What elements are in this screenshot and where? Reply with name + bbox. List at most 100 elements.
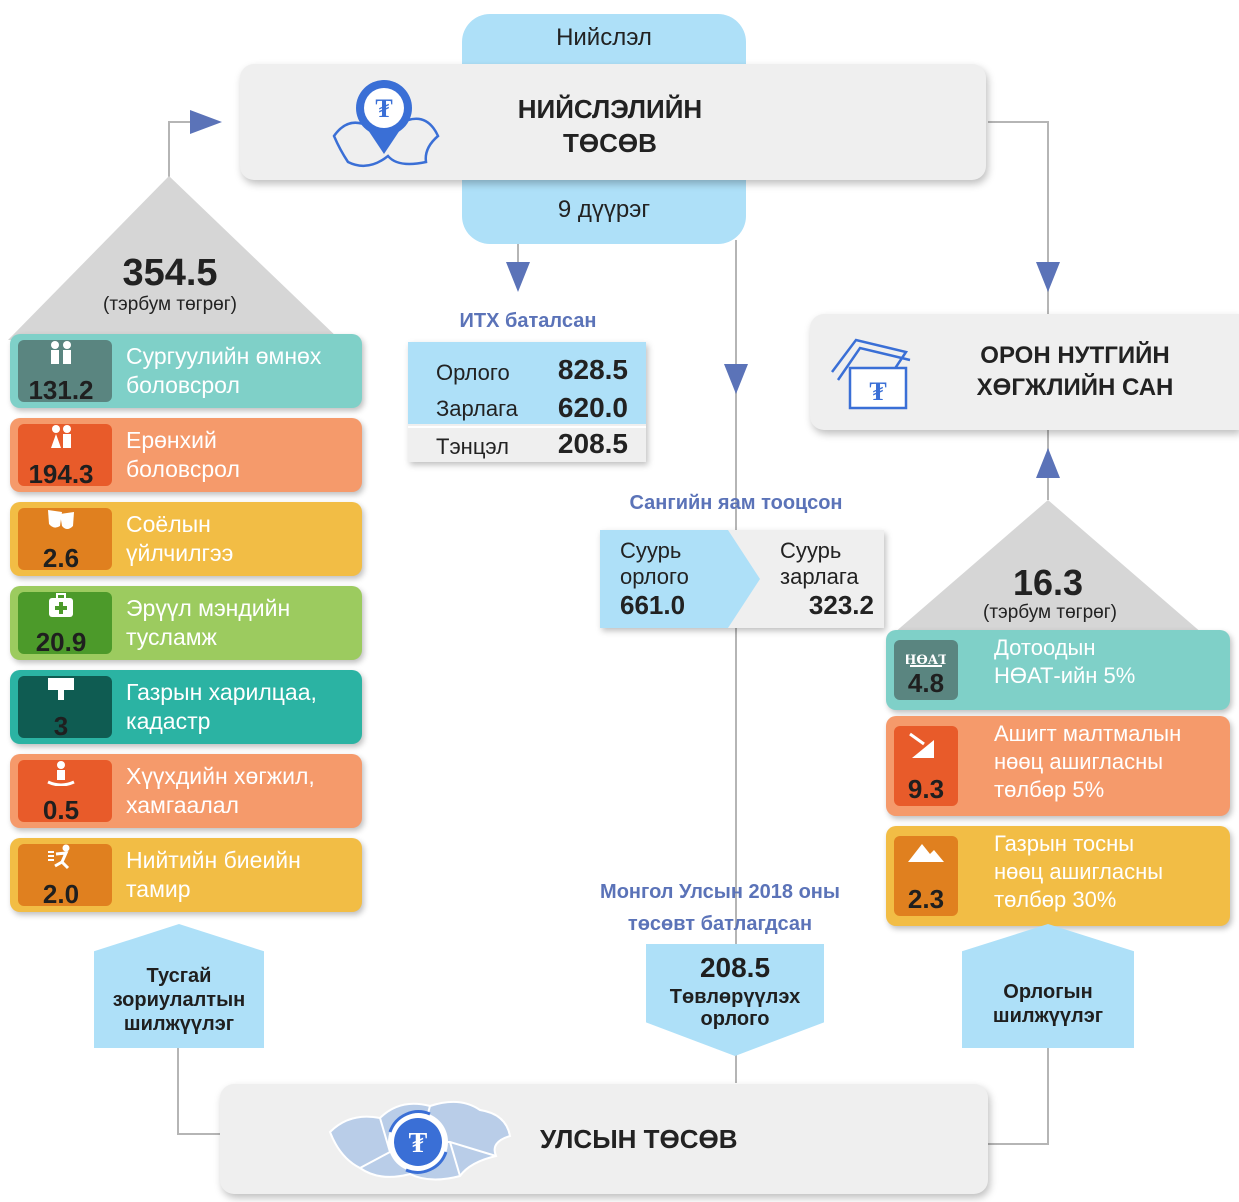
item-label-line1: Ерөнхий — [126, 427, 217, 453]
state-budget-card: ₮ УЛСЫН ТӨСӨВ — [220, 1084, 988, 1194]
mongolia-map-icon: ₮ — [328, 1100, 512, 1181]
item-label-line1: Сургуулийн өмнөх — [126, 343, 322, 369]
ministry-right-line1: Суурь — [780, 538, 842, 563]
itx-income-value: 828.5 — [557, 354, 628, 385]
item-label-line2: үйлчилгээ — [126, 540, 234, 566]
ministry-left-value: 661.0 — [620, 590, 686, 620]
special-transfer-item: 3 Газрын харилцаа, кадастр — [10, 670, 362, 744]
local-fund-title-line2: ХӨГЖЛИЙН САН — [976, 374, 1174, 401]
itx-balance-value: 208.5 — [557, 428, 628, 459]
item-value: 3 — [53, 711, 69, 741]
item-label-line2: нөөц ашигласны — [994, 859, 1164, 884]
capital-budget-card: ₮ НИЙСЛЭЛИЙН ТӨСӨВ — [240, 64, 986, 180]
capital-title-line1: НИЙСЛЭЛИЙН — [517, 94, 703, 124]
item-value: 131.2 — [28, 375, 94, 405]
special-transfer-item: 0.5 Хүүхдийн хөгжил, хамгаалал — [10, 754, 362, 828]
svg-text:₮: ₮ — [375, 94, 392, 124]
special-transfer-item: 194.3 Ерөнхий боловсрол — [10, 418, 362, 492]
item-value: 4.8 — [907, 668, 945, 698]
itx-table: Орлого 828.5 Зарлага 620.0 Тэнцэл 208.5 — [408, 342, 646, 462]
ministry-left-line1: Суурь — [620, 538, 682, 563]
item-value: 20.9 — [35, 627, 87, 657]
item-label-line2: кадастр — [126, 708, 211, 734]
ministry-left-label: Суурь орлого — [620, 538, 689, 590]
item-label-line1: Соёлын — [126, 511, 211, 537]
child-protection-icon — [46, 760, 76, 787]
special-transfer-total: 354.5 — [122, 252, 218, 294]
state-approved-label-line1: Төвлөрүүлэх — [669, 986, 801, 1008]
item-label: Газрын харилцаа, кадастр — [126, 678, 362, 736]
revenue-transfer-triangle — [886, 500, 1210, 640]
item-label: Ерөнхий боловсрол — [126, 426, 362, 484]
item-label-line1: Дотоодын — [994, 635, 1096, 660]
revenue-transfer-unit: (тэрбум төгрөг) — [983, 602, 1117, 623]
item-label-line2: нөөц ашигласны — [994, 749, 1164, 774]
special-transfer-label-line1: Тусгай — [146, 965, 212, 987]
state-approved-title-line1: Монгол Улсын 2018 оны — [600, 881, 840, 903]
item-value: 0.5 — [42, 795, 80, 825]
runner-icon — [46, 844, 76, 870]
ministry-right-value: 323.2 — [808, 590, 874, 620]
capital-bottom-tab: 9 дүүрэг — [557, 196, 651, 223]
special-transfer-label-line3: шилжүүлэг — [123, 1013, 235, 1035]
theater-masks-icon — [46, 508, 76, 534]
svg-text:₮: ₮ — [869, 377, 886, 407]
item-label-line1: Эрүүл мэндийн — [126, 595, 291, 621]
children-icon — [46, 340, 76, 366]
ministry-right-line2: зарлага — [780, 564, 859, 589]
item-value: 2.6 — [42, 543, 80, 573]
vat-icon: НӨАТ — [904, 644, 948, 675]
item-label-line2: хамгаалал — [126, 792, 239, 818]
svg-text:НӨАТ: НӨАТ — [906, 653, 946, 668]
item-label-line1: Хүүхдийн хөгжил, — [126, 763, 315, 789]
item-value: 194.3 — [28, 459, 94, 489]
ministry-title: Сангийн яам тооцсон — [629, 492, 843, 514]
revenue-transfer-label-line1: Орлогын — [1003, 981, 1093, 1003]
special-transfer-triangle — [8, 176, 340, 340]
item-value: 2.0 — [42, 879, 80, 909]
item-label-line2: тусламж — [126, 624, 217, 650]
revenue-transfer-label: Орлогын шилжүүлэг — [962, 980, 1134, 1028]
students-icon — [46, 424, 76, 450]
item-label-line2: НӨАТ-ийн 5% — [994, 663, 1136, 688]
land-map-icon — [46, 676, 76, 702]
itx-expense-label: Зарлага — [436, 396, 518, 421]
special-transfer-item: 2.6 Соёлын үйлчилгээ — [10, 502, 362, 576]
ministry-right-label: Суурь зарлага — [780, 538, 859, 590]
item-label-line2: боловсрол — [126, 456, 240, 482]
mountain-icon — [906, 840, 946, 869]
special-transfer-item: 20.9 Эрүүл мэндийн тусламж — [10, 586, 362, 660]
arrow-to-capital — [190, 110, 222, 134]
item-label-line1: Ашигт малтмалын — [994, 721, 1182, 746]
special-transfer-label-line2: зориулалтын — [112, 989, 246, 1011]
mining-icon — [906, 730, 936, 763]
ministry-left-line2: орлого — [620, 564, 689, 589]
special-transfer-label: Тусгай зориулалтын шилжүүлэг — [94, 964, 264, 1036]
item-label-line2: тамир — [126, 876, 191, 902]
arrow-to-ministry — [724, 364, 748, 394]
state-approved-value: 208.5 — [699, 952, 771, 983]
capital-title-line2: ТӨСӨВ — [563, 128, 657, 158]
itx-divider — [408, 426, 646, 428]
item-value: 2.3 — [907, 884, 945, 914]
capital-top-tab: Нийслэл — [556, 24, 652, 51]
arrow-to-itx — [506, 262, 530, 292]
itx-income-label: Орлого — [436, 360, 510, 385]
item-label-line1: Газрын харилцаа, — [126, 679, 317, 705]
state-approved-label: Төвлөрүүлэх орлого — [646, 986, 824, 1030]
item-label-line3: төлбөр 30% — [994, 887, 1117, 912]
item-label: Эрүүл мэндийн тусламж — [126, 594, 362, 652]
arrow-to-fund — [1036, 262, 1060, 292]
arrow-fund-up — [1036, 448, 1060, 478]
item-value-tab — [894, 726, 958, 806]
local-fund-title-line1: ОРОН НУТГИЙН — [980, 342, 1170, 369]
itx-highlight — [408, 342, 646, 424]
